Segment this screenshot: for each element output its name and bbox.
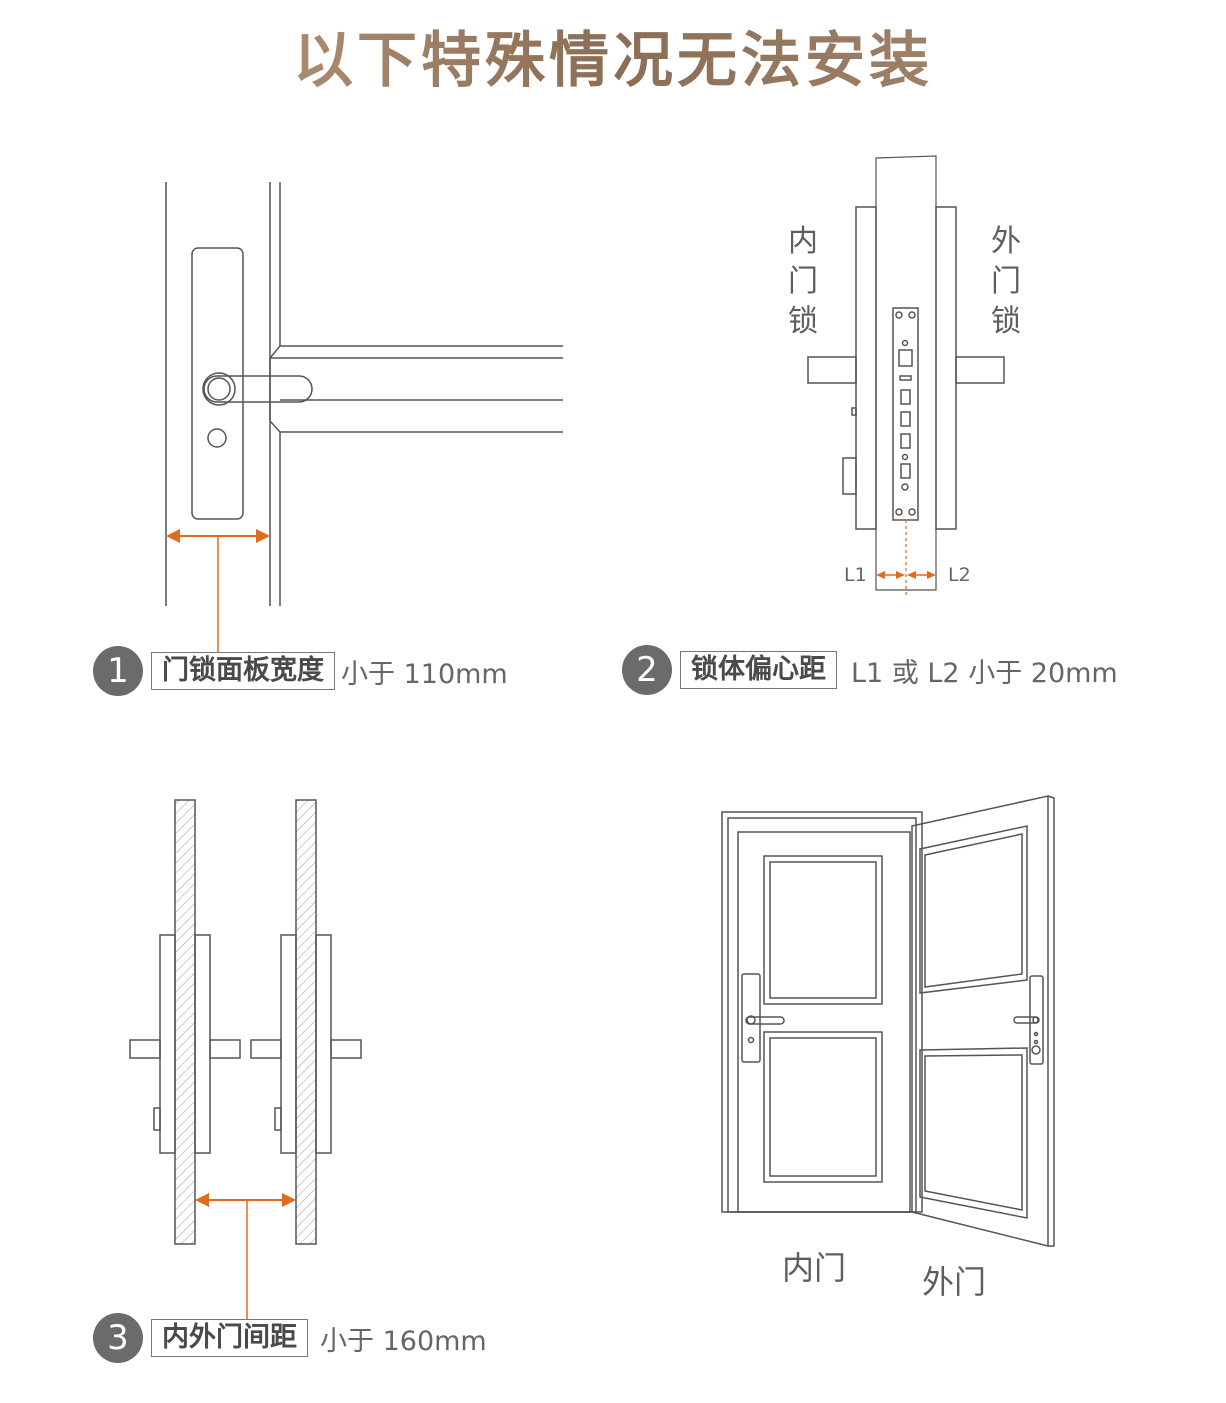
caption-lock-offset: 2 锁体偏心距 L1 或 L2 小于 20mm [622,645,1118,695]
inner-door-section [174,799,196,1245]
step-number: 3 [93,1313,143,1363]
inner-lock-label: 内门锁 [788,224,818,339]
outer-lock-label: 外门锁 [991,224,1021,339]
outer-lock-panel [1029,975,1044,1065]
lock-offset-diagram: L1 L2 [807,155,1005,598]
outer-door-label: 外门 [922,1263,987,1301]
panel-width-diagram [165,182,563,652]
term-label: 内外门间距 [151,1319,308,1357]
inner-door-label: 内门 [782,1249,847,1287]
term-label: 门锁面板宽度 [151,652,335,690]
step-number: 2 [622,645,672,695]
condition-text: 小于 110mm [341,658,508,690]
door-spacing-diagram [129,799,362,1320]
outer-door-section [295,799,317,1245]
condition-text: L1 或 L2 小于 20mm [851,657,1118,689]
door-lock-panel [191,247,244,520]
inner-door-frame [721,811,923,1213]
inner-lock-panel [741,973,761,1063]
caption-door-spacing: 3 内外门间距 小于 160mm [93,1313,487,1363]
term-label: 锁体偏心距 [680,651,837,689]
inner-door-leaf [737,831,911,1213]
l2-label: L2 [948,564,971,586]
caption-panel-width: 1 门锁面板宽度 小于 110mm [93,646,508,696]
lock-handle [203,375,313,403]
condition-text: 小于 160mm [320,1325,487,1357]
double-door-illustration [721,795,1055,1247]
keyhole [207,428,227,448]
step-number: 1 [93,646,143,696]
l1-label: L1 [844,564,867,586]
page-title: 以下特殊情况无法安装 [0,12,1226,99]
